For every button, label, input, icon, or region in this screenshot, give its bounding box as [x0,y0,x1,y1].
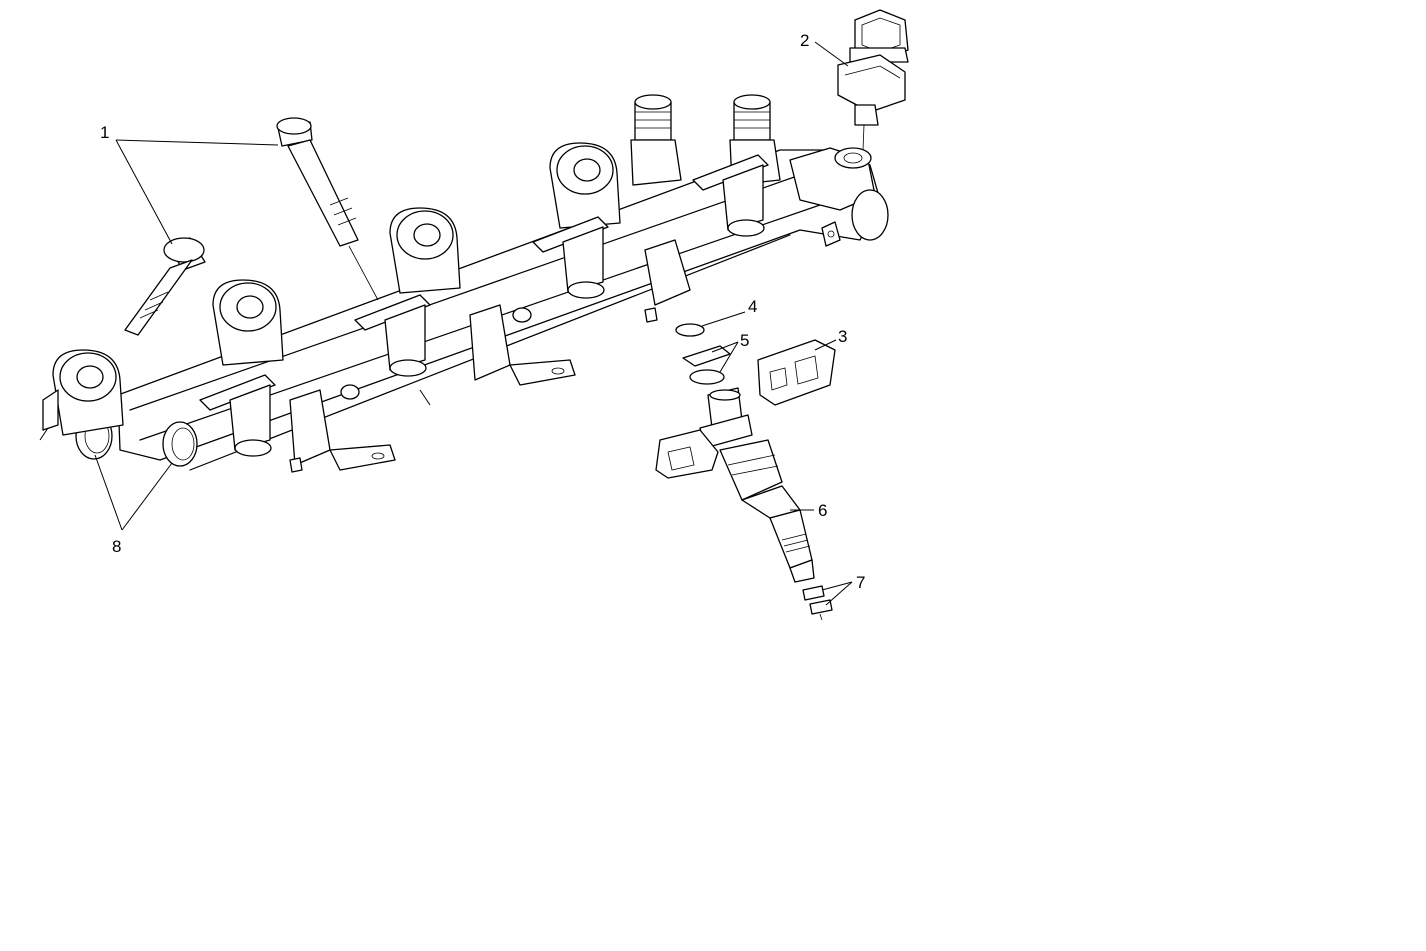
callout-label-5: 5 [740,331,749,350]
callout-labels: 1 2 3 4 5 6 7 8 [100,31,865,592]
callout-label-1: 1 [100,123,109,142]
callout-label-3: 3 [838,327,847,346]
callout-label-2: 2 [800,31,809,50]
injector-seals [682,345,731,385]
callout-label-6: 6 [818,501,827,520]
injector-cups [199,154,769,457]
rail-bolt-short [124,237,206,336]
rail-bolt-long [276,117,379,301]
callout-label-7: 7 [856,573,865,592]
injector-lower-seals [802,585,833,621]
callout-label-4: 4 [748,297,757,316]
mounting-brackets [289,239,691,473]
leader-lines [39,41,853,606]
injector-o-ring [675,323,705,337]
bolt-bosses [42,142,621,436]
fuel-injector [655,387,815,583]
callout-label-8: 8 [112,537,121,556]
fuel-pressure-sensor [837,9,909,151]
injector-retainer-clip [757,339,836,406]
